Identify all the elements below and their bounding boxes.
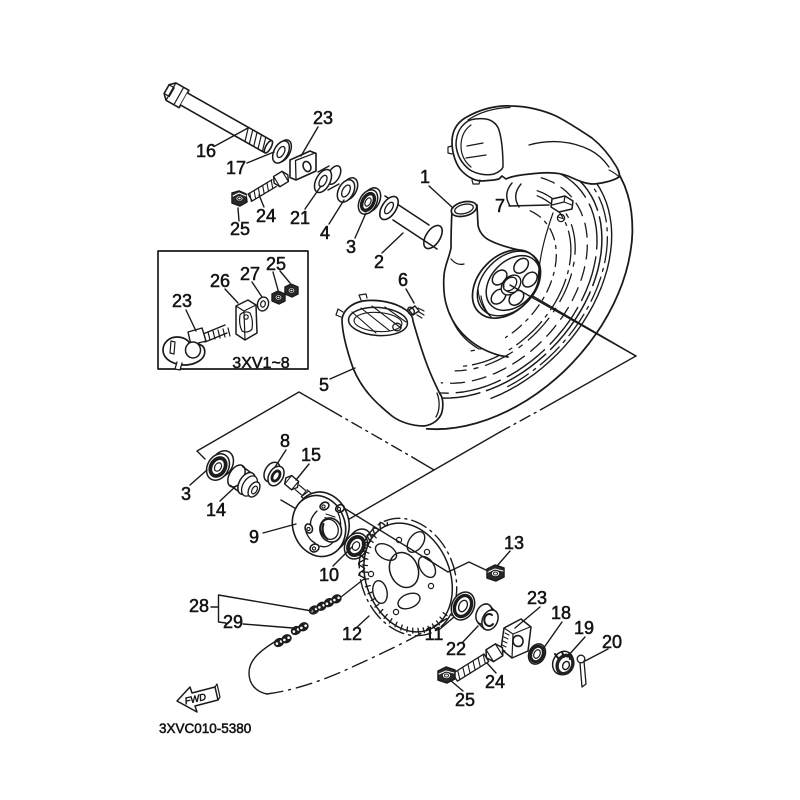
svg-text:3XV1~8: 3XV1~8 [232, 355, 289, 372]
svg-text:3: 3 [181, 484, 191, 504]
svg-text:19: 19 [574, 618, 594, 638]
svg-text:17: 17 [226, 158, 246, 178]
svg-text:29: 29 [223, 612, 243, 632]
svg-text:13: 13 [504, 533, 524, 553]
svg-text:20: 20 [602, 632, 622, 652]
svg-text:5: 5 [319, 375, 329, 395]
svg-text:22: 22 [446, 639, 466, 659]
svg-text:27: 27 [240, 264, 260, 284]
svg-text:11: 11 [425, 624, 444, 644]
svg-text:2: 2 [374, 252, 384, 272]
svg-text:10: 10 [319, 565, 339, 585]
svg-text:18: 18 [551, 603, 571, 623]
svg-text:12: 12 [342, 624, 362, 644]
svg-text:8: 8 [280, 431, 290, 451]
svg-text:4: 4 [320, 223, 330, 243]
svg-text:24: 24 [256, 206, 276, 226]
svg-text:15: 15 [301, 445, 321, 465]
svg-text:3XVC010-5380: 3XVC010-5380 [159, 721, 251, 736]
svg-text:6: 6 [398, 270, 408, 290]
svg-text:1: 1 [420, 167, 430, 187]
svg-text:14: 14 [206, 500, 226, 520]
svg-text:26: 26 [210, 271, 230, 291]
svg-text:25: 25 [455, 690, 475, 710]
svg-text:25: 25 [230, 219, 250, 239]
svg-text:FWD: FWD [184, 692, 208, 708]
svg-text:9: 9 [249, 527, 259, 547]
svg-text:7: 7 [495, 196, 505, 216]
svg-text:28: 28 [189, 596, 209, 616]
svg-text:16: 16 [196, 141, 216, 161]
svg-text:3: 3 [346, 237, 356, 257]
svg-text:23: 23 [313, 108, 333, 128]
svg-text:23: 23 [172, 291, 192, 311]
svg-text:21: 21 [290, 208, 310, 228]
svg-text:23: 23 [527, 588, 547, 608]
svg-text:25: 25 [266, 254, 286, 274]
svg-text:24: 24 [485, 672, 505, 692]
